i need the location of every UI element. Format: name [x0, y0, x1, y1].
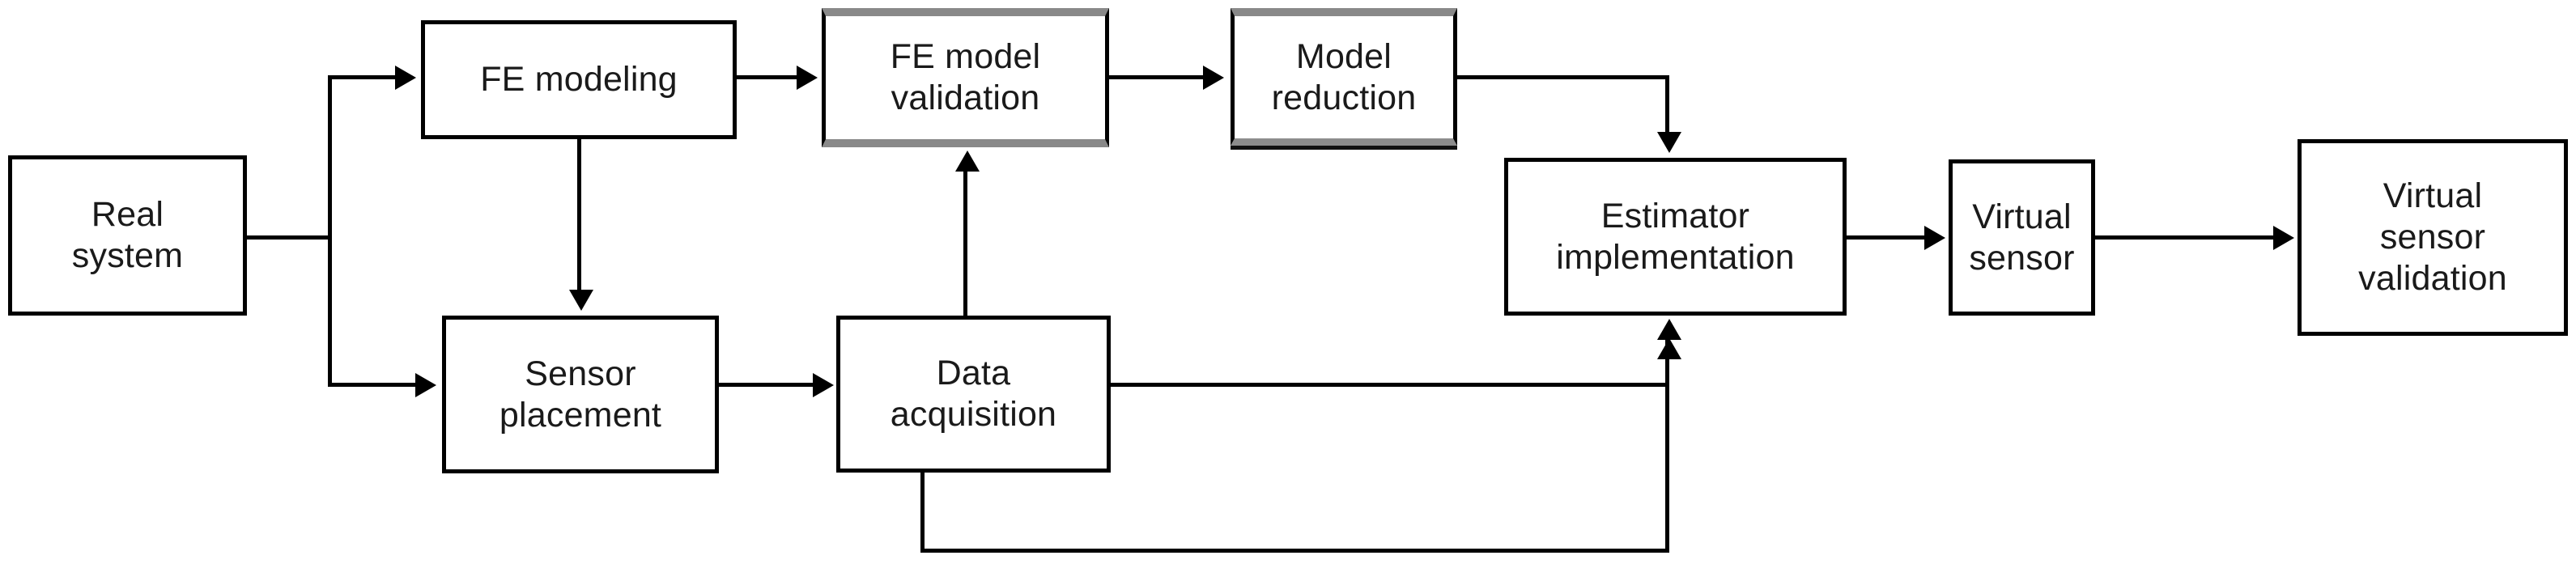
edge-feedback-dropper	[920, 469, 925, 553]
node-real-system-label: Real system	[71, 195, 184, 275]
edge-real-system-to-sensor-placement	[328, 383, 417, 387]
edge-data-acquisition-to-fe-model-validation	[963, 172, 967, 319]
arrowhead-to-sensor-placement	[415, 373, 436, 397]
arrowhead-to-virtual-sensor	[1924, 226, 1945, 250]
edge-data-acquisition-to-estimator	[1107, 383, 1669, 387]
edge-real-system-to-fe-modeling	[328, 75, 397, 79]
node-real-system[interactable]: Real system	[8, 155, 247, 316]
node-fe-model-validation[interactable]: FE model validation	[822, 8, 1109, 147]
edge-virtual-sensor-to-validation	[2092, 235, 2275, 240]
edge-estimator-to-virtual-sensor	[1843, 235, 1926, 240]
node-fe-modeling-label: FE modeling	[480, 60, 678, 100]
node-estimator-implementation-label: Estimator implementation	[1556, 196, 1795, 277]
node-fe-modeling[interactable]: FE modeling	[421, 20, 737, 139]
arrowhead-up-to-estimator	[1657, 319, 1681, 340]
arrowhead-to-data-acquisition	[813, 373, 834, 397]
arrowhead-to-fe-model-validation	[797, 66, 818, 90]
edge-real-system-split-riser	[328, 75, 332, 387]
edge-fe-modeling-to-fe-model-validation	[733, 75, 798, 79]
edge-model-reduction-dropper	[1665, 75, 1669, 134]
arrowhead-to-model-reduction	[1203, 66, 1224, 90]
edge-sensor-placement-to-data-acquisition	[716, 383, 814, 387]
node-fe-model-validation-label: FE model validation	[890, 37, 1041, 117]
arrowhead-up-to-fe-model-validation	[955, 151, 980, 172]
node-sensor-placement[interactable]: Sensor placement	[442, 316, 719, 473]
arrowhead-to-fe-modeling	[395, 66, 416, 90]
arrowhead-up-to-virtual-sensor-validation	[1657, 338, 1681, 359]
node-virtual-sensor[interactable]: Virtual sensor	[1949, 159, 2095, 316]
node-virtual-sensor-validation-label: Virtual sensor validation	[2358, 176, 2507, 298]
edge-feedback-riser	[1665, 359, 1669, 552]
arrowhead-down-to-estimator	[1657, 132, 1681, 153]
edge-fe-modeling-to-sensor-placement	[577, 136, 581, 291]
edge-feedback-bottom-rail	[920, 549, 1669, 553]
node-data-acquisition[interactable]: Data acquisition	[836, 316, 1111, 473]
node-data-acquisition-label: Data acquisition	[890, 354, 1057, 434]
node-model-reduction[interactable]: Model reduction	[1231, 8, 1457, 146]
edge-model-reduction-out	[1454, 75, 1669, 79]
node-virtual-sensor-validation[interactable]: Virtual sensor validation	[2298, 139, 2568, 336]
node-model-reduction-label: Model reduction	[1271, 36, 1417, 117]
edge-fe-model-validation-to-model-reduction	[1106, 75, 1205, 79]
arrowhead-down-to-sensor-placement	[569, 290, 593, 311]
arrowhead-to-virtual-sensor-validation	[2273, 226, 2294, 250]
node-estimator-implementation[interactable]: Estimator implementation	[1504, 158, 1847, 316]
node-sensor-placement-label: Sensor placement	[499, 354, 662, 435]
edge-real-system-stub	[243, 235, 332, 240]
node-virtual-sensor-label: Virtual sensor	[1969, 197, 2075, 278]
